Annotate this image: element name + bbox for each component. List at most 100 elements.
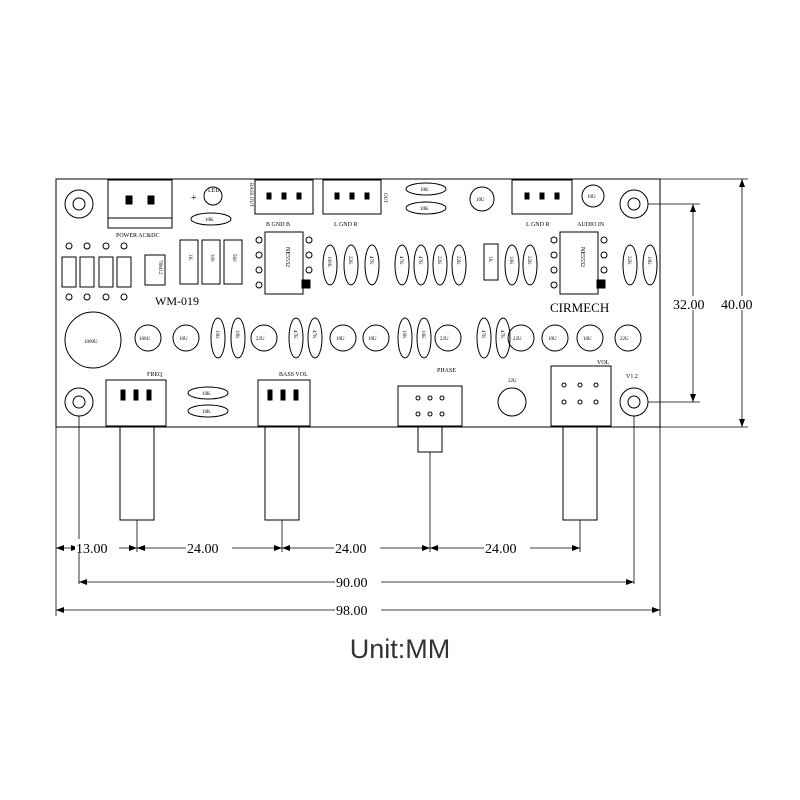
label-cap-m5: 10U	[368, 337, 377, 342]
caps-middle-row	[134, 324, 642, 352]
cap-22u-bottom	[497, 387, 527, 417]
transistor-group-left	[61, 242, 132, 301]
label-cap-top-2: 10U	[587, 195, 596, 200]
label-cap-m4: 10U	[336, 337, 345, 342]
label-power: POWER AC&DC	[116, 233, 160, 239]
dimension-text: 13.00 24.00 24.00 24.00 90.00 98.00 32.0…	[75, 296, 766, 619]
regulator-78m12	[144, 254, 166, 286]
label-vol: VOL	[597, 360, 610, 366]
resistor-top-1	[405, 182, 447, 196]
dim-pot-offset: 13.00	[76, 542, 108, 557]
label-b-gnd-b: B GND B	[266, 222, 290, 228]
label-cap-1000u: 1000U	[84, 340, 98, 345]
mounting-hole-bottom-left	[64, 387, 94, 417]
label-plus: +	[191, 193, 197, 204]
label-res-u4: 47K	[398, 256, 403, 265]
resistors-middle-row	[210, 317, 511, 359]
label-out: OUT	[382, 193, 387, 203]
label-res-m2: 10K	[234, 330, 239, 339]
label-reg: 78M12	[157, 260, 162, 275]
cap-1000u	[64, 311, 122, 369]
label-led: LED	[208, 188, 220, 194]
power-terminal	[107, 179, 173, 229]
label-bass-out: BASS OUT	[248, 183, 253, 207]
bass-out-connector	[254, 179, 314, 215]
label-res-u3: 47K	[368, 256, 373, 265]
label-res-led: 10K	[205, 218, 214, 223]
label-res-top-1: 10K	[420, 188, 429, 193]
unit-caption: Unit:MM	[349, 634, 451, 664]
label-res-u6: 22K	[436, 256, 441, 265]
board-labels: POWER AC&DC LED + 10K BASS OUT B GND B L…	[84, 183, 651, 415]
board-outline	[55, 178, 661, 428]
label-res-bottom-2: 10K	[202, 410, 211, 415]
bass-vol-pot-base	[257, 379, 311, 521]
freq-pot-base	[105, 379, 167, 521]
dim-width-total: 98.00	[336, 604, 368, 619]
label-version: V1.2	[626, 374, 638, 380]
label-res-m8: 47K	[499, 330, 504, 339]
label-res-bottom-1: 10K	[202, 392, 211, 397]
led	[190, 186, 232, 226]
resistors-upper-row	[322, 243, 658, 286]
label-ic-1: NE5532	[284, 247, 290, 267]
phase-pins	[415, 382, 599, 417]
resistor-bottom-2	[187, 404, 229, 418]
resistor-bottom-1	[187, 386, 229, 400]
vol-pot-base	[550, 365, 612, 521]
connector-pins	[266, 192, 560, 200]
label-res-u7: 22K	[455, 256, 460, 265]
label-l-gnd-r: L GND R	[334, 222, 357, 228]
dim-pot-pitch-1: 24.00	[187, 542, 219, 557]
label-res-u5: 47K	[417, 256, 422, 265]
ic-ne5532-right	[550, 231, 608, 295]
label-phase: PHASE	[437, 368, 456, 374]
label-block-1: 1K	[187, 254, 192, 261]
label-model: WM-019	[155, 294, 199, 308]
dim-pot-pitch-3: 24.00	[485, 542, 517, 557]
label-res-m4: 47K	[311, 330, 316, 339]
label-cap-m2: 10U	[179, 337, 188, 342]
ic-ne5532-left	[255, 231, 313, 295]
label-res-top-2: 10K	[420, 207, 429, 212]
mounting-hole-top-right	[619, 189, 649, 219]
label-res-u8: 1K	[487, 256, 492, 263]
label-res-u10: 22K	[526, 256, 531, 265]
label-res-m3: 47K	[292, 330, 297, 339]
dim-height-total: 40.00	[721, 298, 753, 313]
label-block-2: 300	[209, 254, 214, 262]
label-block-3: 560	[231, 254, 236, 262]
cap-top-2	[581, 184, 605, 208]
mounting-hole-bottom-right	[619, 387, 649, 417]
audio-in-connector	[511, 179, 573, 215]
resistor-block	[179, 239, 243, 285]
label-cap-m3: 22U	[256, 337, 265, 342]
label-res-u2: 22K	[347, 256, 352, 265]
dim-hole-spacing-x: 90.00	[336, 576, 368, 591]
pot-pins	[120, 389, 299, 401]
mounting-hole-top-left	[64, 189, 94, 219]
label-cap-bottom: 22U	[508, 379, 517, 384]
label-res-u1: 100K	[326, 256, 331, 268]
cap-top-1	[469, 186, 495, 212]
label-res-m6: 10K	[420, 330, 425, 339]
pcb-board	[55, 178, 661, 521]
label-res-u9: 10K	[508, 256, 513, 265]
label-res-m5: 10K	[401, 330, 406, 339]
label-bass-vol: BASS VOL	[279, 372, 308, 378]
label-cap-m6: 22U	[440, 337, 449, 342]
label-res-u11: 22K	[626, 256, 631, 265]
resistor-top-2	[405, 201, 447, 215]
label-res-u12: 10K	[646, 256, 651, 265]
dim-pot-pitch-2: 24.00	[335, 542, 367, 557]
label-audio-in: AUDIO IN	[577, 222, 605, 228]
label-cap-m9: 10U	[583, 337, 592, 342]
label-brand: CIRMECH	[550, 300, 609, 315]
label-cap-m7: 22U	[513, 337, 522, 342]
label-cap-m1: 100U	[139, 337, 151, 342]
label-ic-2: NE5532	[579, 247, 585, 267]
dim-hole-spacing-y: 32.00	[673, 298, 705, 313]
label-cap-m10: 22U	[620, 337, 629, 342]
label-l-gnd-r-2: L GND R	[526, 222, 549, 228]
